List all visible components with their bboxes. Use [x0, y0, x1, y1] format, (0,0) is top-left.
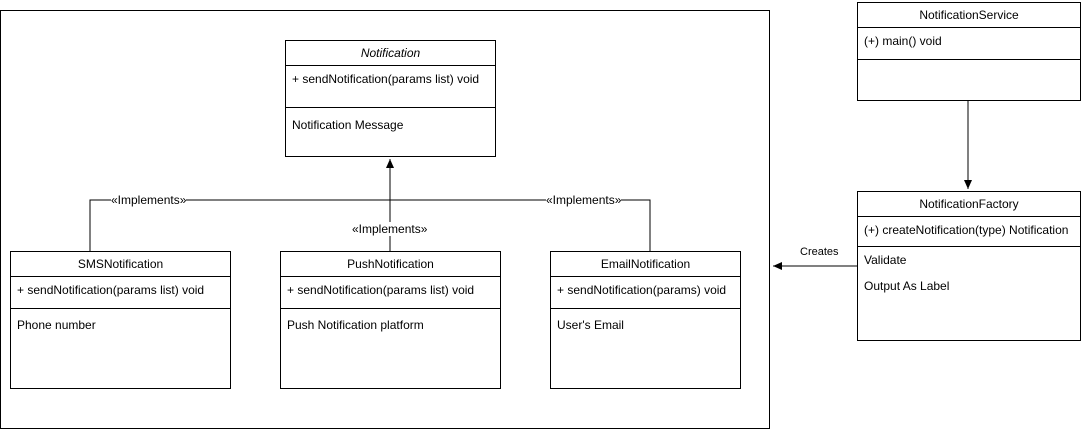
attribute-output: Output As Label [864, 279, 950, 293]
operations-section: (+) createNotification(type) Notificatio… [858, 217, 1080, 247]
class-title: EmailNotification [551, 252, 740, 277]
sms-notification-class[interactable]: SMSNotification + sendNotification(param… [10, 251, 231, 389]
attribute: Push Notification platform [287, 318, 424, 332]
attributes-section: Validate Output As Label [858, 247, 1080, 299]
class-title: SMSNotification [11, 252, 230, 277]
attribute-validate: Validate [864, 253, 907, 267]
diagram-frame [0, 10, 770, 429]
implements-label-sms: «Implements» [111, 193, 187, 207]
attribute: Notification Message [292, 118, 404, 132]
implements-label-email: «Implements» [546, 193, 622, 207]
attributes-section: Push Notification platform [281, 309, 500, 338]
attributes-section: Phone number [11, 309, 230, 338]
operations-section: (+) main() void [858, 28, 1080, 60]
notification-service-class[interactable]: NotificationService (+) main() void [857, 2, 1081, 101]
attribute: User's Email [557, 318, 624, 332]
email-notification-class[interactable]: EmailNotification + sendNotification(par… [550, 251, 741, 389]
operation: + sendNotification(params list) void [292, 72, 480, 86]
operation: + sendNotification(params) void [557, 283, 727, 297]
operations-section: + sendNotification(params list) void [286, 66, 495, 108]
notification-class[interactable]: Notification + sendNotification(params l… [285, 40, 496, 157]
notification-factory-class[interactable]: NotificationFactory (+) createNotificati… [857, 191, 1081, 341]
operation: (+) main() void [864, 34, 942, 48]
attributes-section: Notification Message [286, 108, 495, 138]
operations-section: + sendNotification(params) void [551, 277, 740, 309]
creates-label: Creates [800, 245, 839, 259]
operations-section: + sendNotification(params list) void [11, 277, 230, 309]
push-notification-class[interactable]: PushNotification + sendNotification(para… [280, 251, 501, 389]
class-title: Notification [286, 41, 495, 66]
class-title: NotificationFactory [858, 192, 1080, 217]
operations-section: + sendNotification(params list) void [281, 277, 500, 309]
class-title: NotificationService [858, 3, 1080, 28]
attribute: Phone number [17, 318, 96, 332]
implements-label-push: «Implements» [352, 222, 428, 236]
operation: (+) createNotification(type) Notificatio… [864, 223, 1069, 237]
operation: + sendNotification(params list) void [17, 283, 205, 297]
operation: + sendNotification(params list) void [287, 283, 475, 297]
attributes-section: User's Email [551, 309, 740, 338]
class-title: PushNotification [281, 252, 500, 277]
